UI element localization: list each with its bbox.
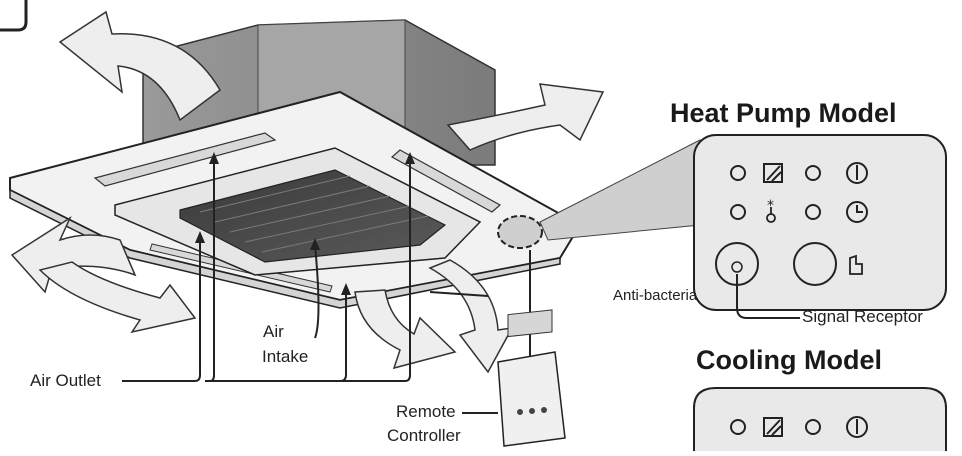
- thermometer-icon: *: [766, 198, 776, 223]
- indicator-led: [805, 165, 821, 181]
- indicator-led: [730, 419, 746, 435]
- indicator-led: [730, 165, 746, 181]
- power-icon: [846, 162, 868, 184]
- zoom-connector: [539, 139, 701, 241]
- defrost-icon: [763, 163, 783, 183]
- air-outlet-label: Air Outlet: [30, 371, 101, 390]
- signal-receptor-label: Signal Receptor: [802, 307, 923, 326]
- indicator-led: [805, 419, 821, 435]
- remote-controller-device: [497, 309, 566, 447]
- remote-label-line1: Remote: [396, 402, 456, 421]
- airflow-arrow-back-left: [58, 10, 221, 122]
- receptor-highlight: [497, 215, 543, 249]
- heat-pump-title: Heat Pump Model: [670, 98, 897, 128]
- airflow-arrow-back-right: [446, 83, 605, 151]
- indicator-led: [730, 204, 746, 220]
- air-intake-label-line2: Intake: [262, 347, 309, 366]
- indicator-led: [805, 204, 821, 220]
- cooling-panel: [693, 387, 947, 451]
- indicator-led: [731, 261, 743, 273]
- heat-pump-panel: *: [693, 134, 947, 319]
- manual-hand-icon: [849, 254, 863, 275]
- leader-lines: [122, 160, 531, 414]
- anti-bacteria-label: Anti-bacteria: [613, 287, 698, 304]
- airflow-arrow-front-center: [354, 289, 457, 370]
- intake-grille: [179, 169, 447, 263]
- airflow-arrow-front-right: [428, 259, 514, 374]
- cooling-title: Cooling Model: [696, 345, 882, 375]
- timer-icon: [846, 201, 868, 223]
- remote-label-line2: Controller: [387, 426, 461, 445]
- air-intake-label-line1: Air: [263, 322, 284, 341]
- signal-receptor-button: [793, 242, 837, 286]
- corner-bracket: [0, 0, 28, 32]
- airflow-arrow-front-left-2: [38, 261, 197, 334]
- defrost-icon: [763, 417, 783, 437]
- svg-text:*: *: [767, 198, 774, 214]
- power-icon: [846, 416, 868, 438]
- ceiling-panel: [9, 90, 582, 309]
